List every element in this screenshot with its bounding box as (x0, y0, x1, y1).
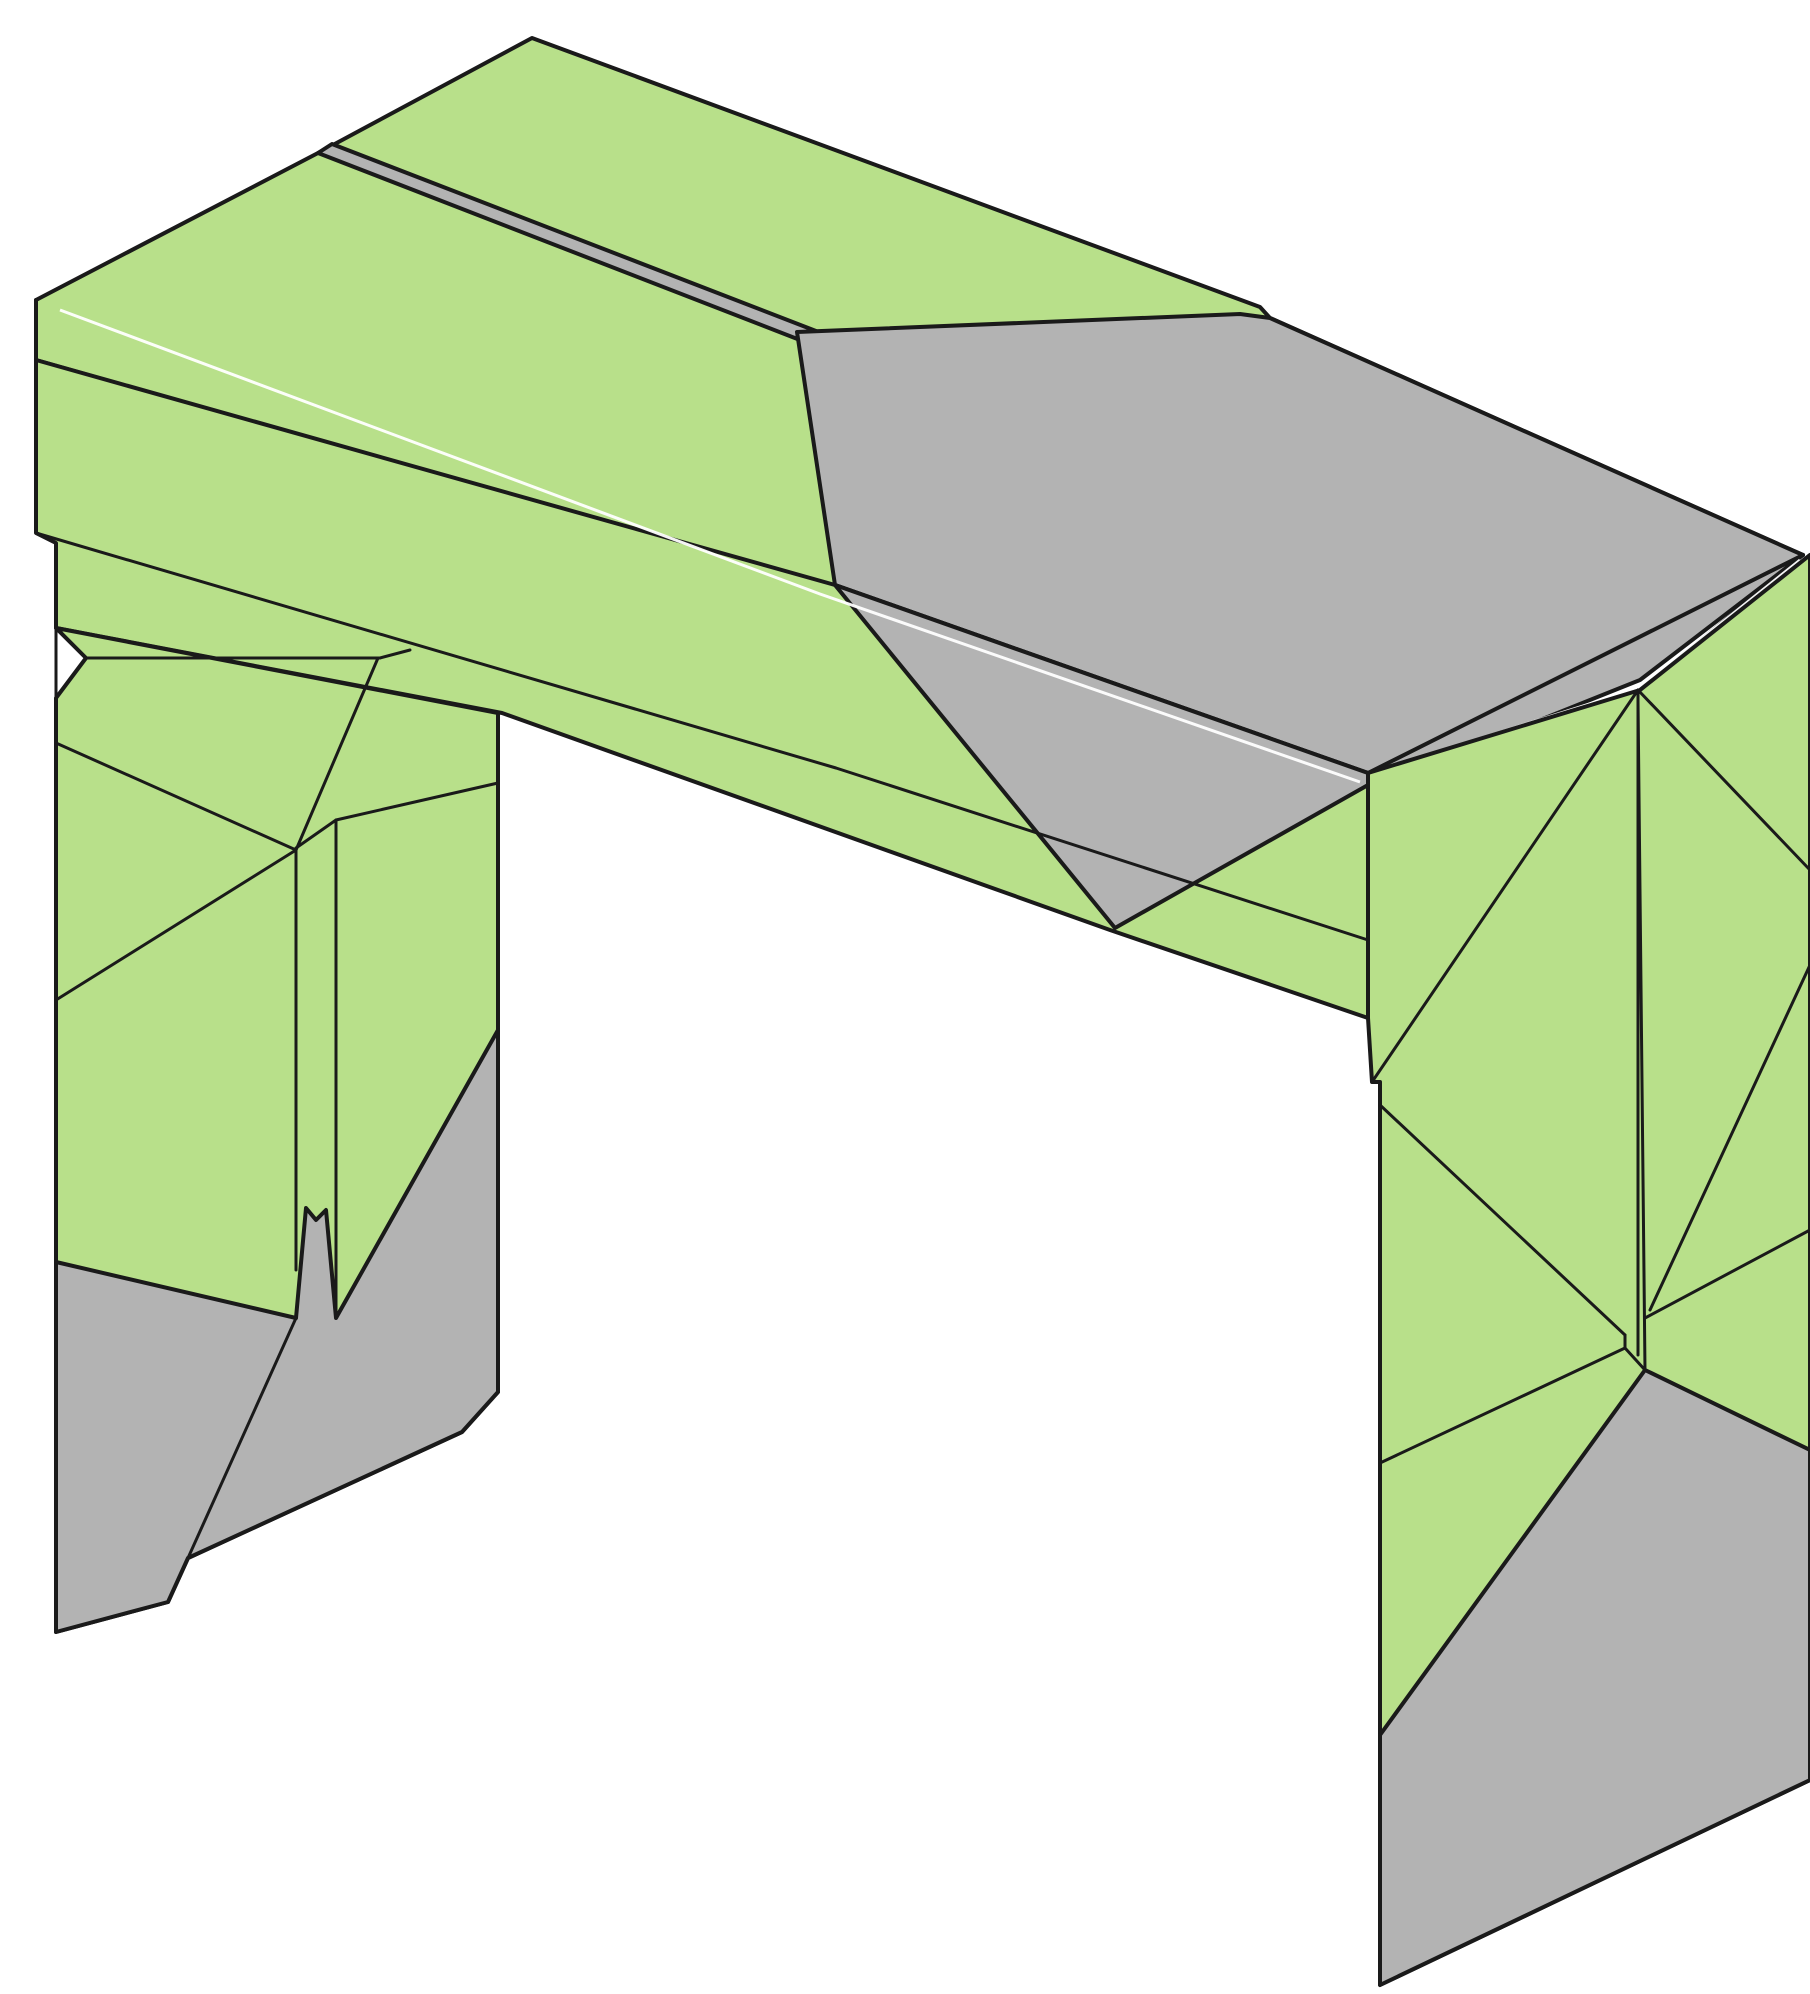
origami-table-illustration (0, 0, 1810, 1994)
origami-diagram-canvas (0, 0, 1810, 1994)
